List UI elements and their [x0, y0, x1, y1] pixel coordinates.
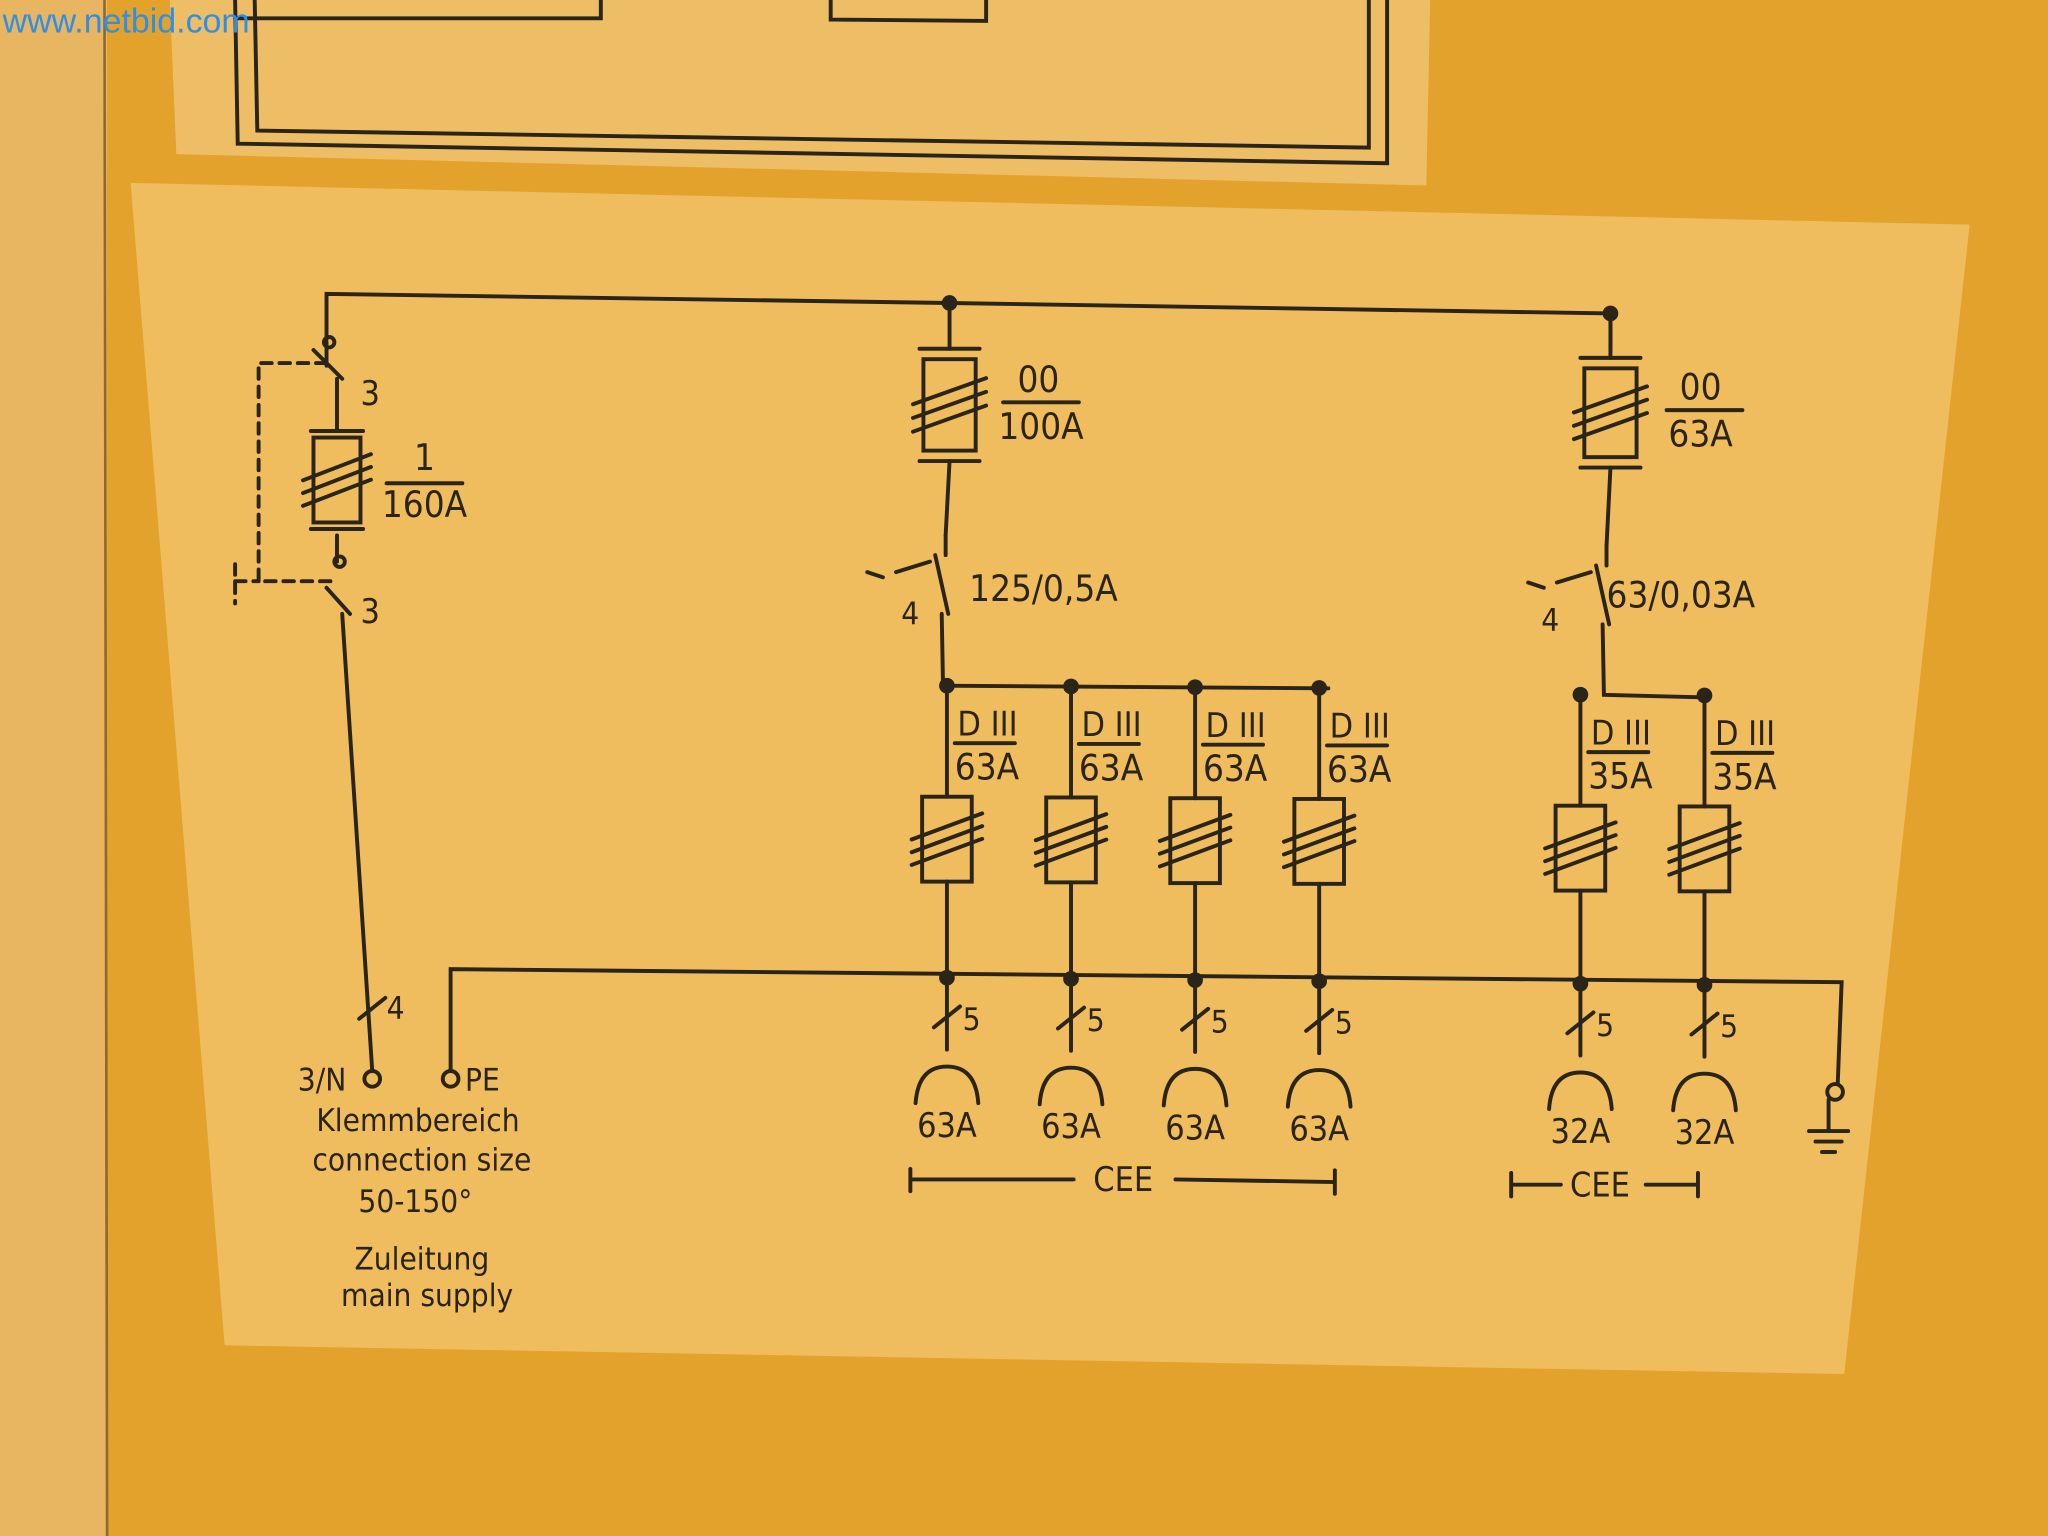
socket-rating: 63A	[917, 1106, 977, 1146]
socket-rating: 63A	[1289, 1110, 1349, 1150]
sub-busbar	[1600, 622, 1710, 700]
socket-rating: 32A	[1551, 1112, 1611, 1152]
main-fuse-size: 1	[414, 436, 435, 479]
branch_1	[865, 295, 1357, 1109]
outlet-fuse-rating: 63A	[1079, 746, 1144, 789]
branch-1-fuse-size: 00	[1017, 358, 1059, 401]
rcd-switch-icon	[1526, 544, 1612, 627]
outlet-fuse-type: D III	[1081, 705, 1141, 745]
outlet-fuse-type: D III	[1206, 706, 1266, 746]
branch-2-fuse-size: 00	[1680, 366, 1722, 409]
wire	[1604, 465, 1613, 548]
outlet-conductors: 5	[1596, 1008, 1614, 1044]
ground-icon	[1807, 1097, 1851, 1154]
branch-1-group-label: CEE	[1093, 1160, 1153, 1200]
branch_2-main-fuse-icon	[1571, 366, 1649, 460]
branch-2-fuse-rating: 63A	[1668, 413, 1733, 456]
supply-en: main supply	[341, 1278, 513, 1314]
switch	[1526, 544, 1612, 627]
diagram-label	[130, 182, 1970, 1375]
branch-2-group-label: CEE	[1570, 1165, 1630, 1205]
supply-de: Zuleitung	[354, 1242, 489, 1278]
switch-poles-bottom: 3	[360, 592, 379, 632]
cee-socket-icon	[1547, 1070, 1614, 1112]
main-supply-labels: 3 3 1 160A 4 3/N PE Klemmbereich connect…	[298, 374, 532, 1314]
outlet-fuse-type: D III	[957, 704, 1017, 744]
terminal-3n	[362, 1069, 383, 1089]
pe-label: PE	[465, 1063, 500, 1099]
clamp-range-value: 50-150°	[358, 1184, 472, 1220]
outlet-conductors: 5	[1087, 1003, 1105, 1039]
cee-bracket-2	[1509, 1170, 1700, 1199]
outlet-conductors: 5	[1720, 1009, 1738, 1045]
rcd-switch-icon	[865, 533, 951, 616]
earth-terminal	[1825, 1082, 1845, 1102]
outlet-fuse-rating: 35A	[1712, 755, 1777, 798]
outlet-fuse-type: D III	[1330, 707, 1390, 747]
cee-socket-icon	[1671, 1071, 1738, 1113]
outlet-fuse-type: D III	[1591, 713, 1651, 753]
watermark: www.netbid.com	[2, 3, 250, 41]
branch-1-rcd-poles: 4	[901, 596, 919, 632]
socket-rating: 63A	[1041, 1107, 1101, 1147]
branch_1-main-fuse-icon	[911, 357, 989, 453]
branch_2	[1526, 305, 1742, 1113]
terminal-pe	[440, 1069, 461, 1089]
cee-socket-icon	[1161, 1066, 1229, 1108]
outlet-conductors: 5	[1211, 1004, 1229, 1040]
socket-rating: 32A	[1675, 1113, 1735, 1153]
branch-1-labels: 00 100A 125/0,5A 4 CEE	[901, 358, 1153, 1200]
cee-socket-icon	[1285, 1068, 1353, 1109]
main-fuse-icon	[301, 435, 373, 525]
cable-conductors: 4	[387, 991, 405, 1027]
switch-poles-top: 3	[360, 374, 379, 414]
clamp-range-de: Klemmbereich	[316, 1103, 519, 1139]
cabinet-side	[0, 0, 108, 1536]
conductor-tick-icon	[1056, 1005, 1087, 1031]
conductor-tick-icon	[1689, 1011, 1720, 1037]
branch-2-rcd-poles: 4	[1541, 603, 1559, 639]
branch-2-rcd-rating: 63/0,03A	[1607, 573, 1756, 616]
clamp-range-en: connection size	[312, 1142, 531, 1178]
pe-busbar	[448, 967, 1844, 1087]
branch-1-fuse-rating: 100A	[998, 405, 1084, 448]
main-fuse-rating: 160A	[382, 483, 468, 526]
outlet-fuse-type: D III	[1715, 714, 1775, 754]
conductor-tick-icon	[1565, 1010, 1596, 1036]
outlet-fuse-rating: 63A	[1327, 748, 1392, 791]
terminal-label: 3/N	[298, 1063, 347, 1099]
conductor-tick-icon	[1304, 1008, 1335, 1033]
conductor-tick-icon	[357, 995, 388, 1021]
upper-label	[169, 0, 1431, 186]
outlet-conductors: 5	[1335, 1005, 1353, 1041]
cee-bracket-1	[908, 1167, 1337, 1196]
cee-socket-icon	[1037, 1065, 1105, 1107]
wire	[943, 459, 952, 538]
conductor-tick-icon	[931, 1004, 962, 1030]
conductor-tick-icon	[1180, 1006, 1211, 1032]
branch-1-rcd-rating: 125/0,5A	[969, 567, 1118, 610]
outlet-conductors: 5	[963, 1002, 981, 1038]
switch	[865, 533, 951, 616]
outlet-fuse-icon	[1281, 796, 1357, 886]
outlet-fuse-rating: 63A	[955, 746, 1020, 789]
mechanical-link	[233, 361, 339, 606]
socket-rating: 63A	[1165, 1108, 1225, 1148]
outlet-fuse-rating: 63A	[1203, 747, 1268, 790]
cee-socket-icon	[913, 1064, 981, 1106]
outlet-fuse-rating: 35A	[1588, 755, 1653, 798]
branch-2-labels: 00 63A 63/0,03A 4 CEE	[1541, 366, 1755, 1206]
